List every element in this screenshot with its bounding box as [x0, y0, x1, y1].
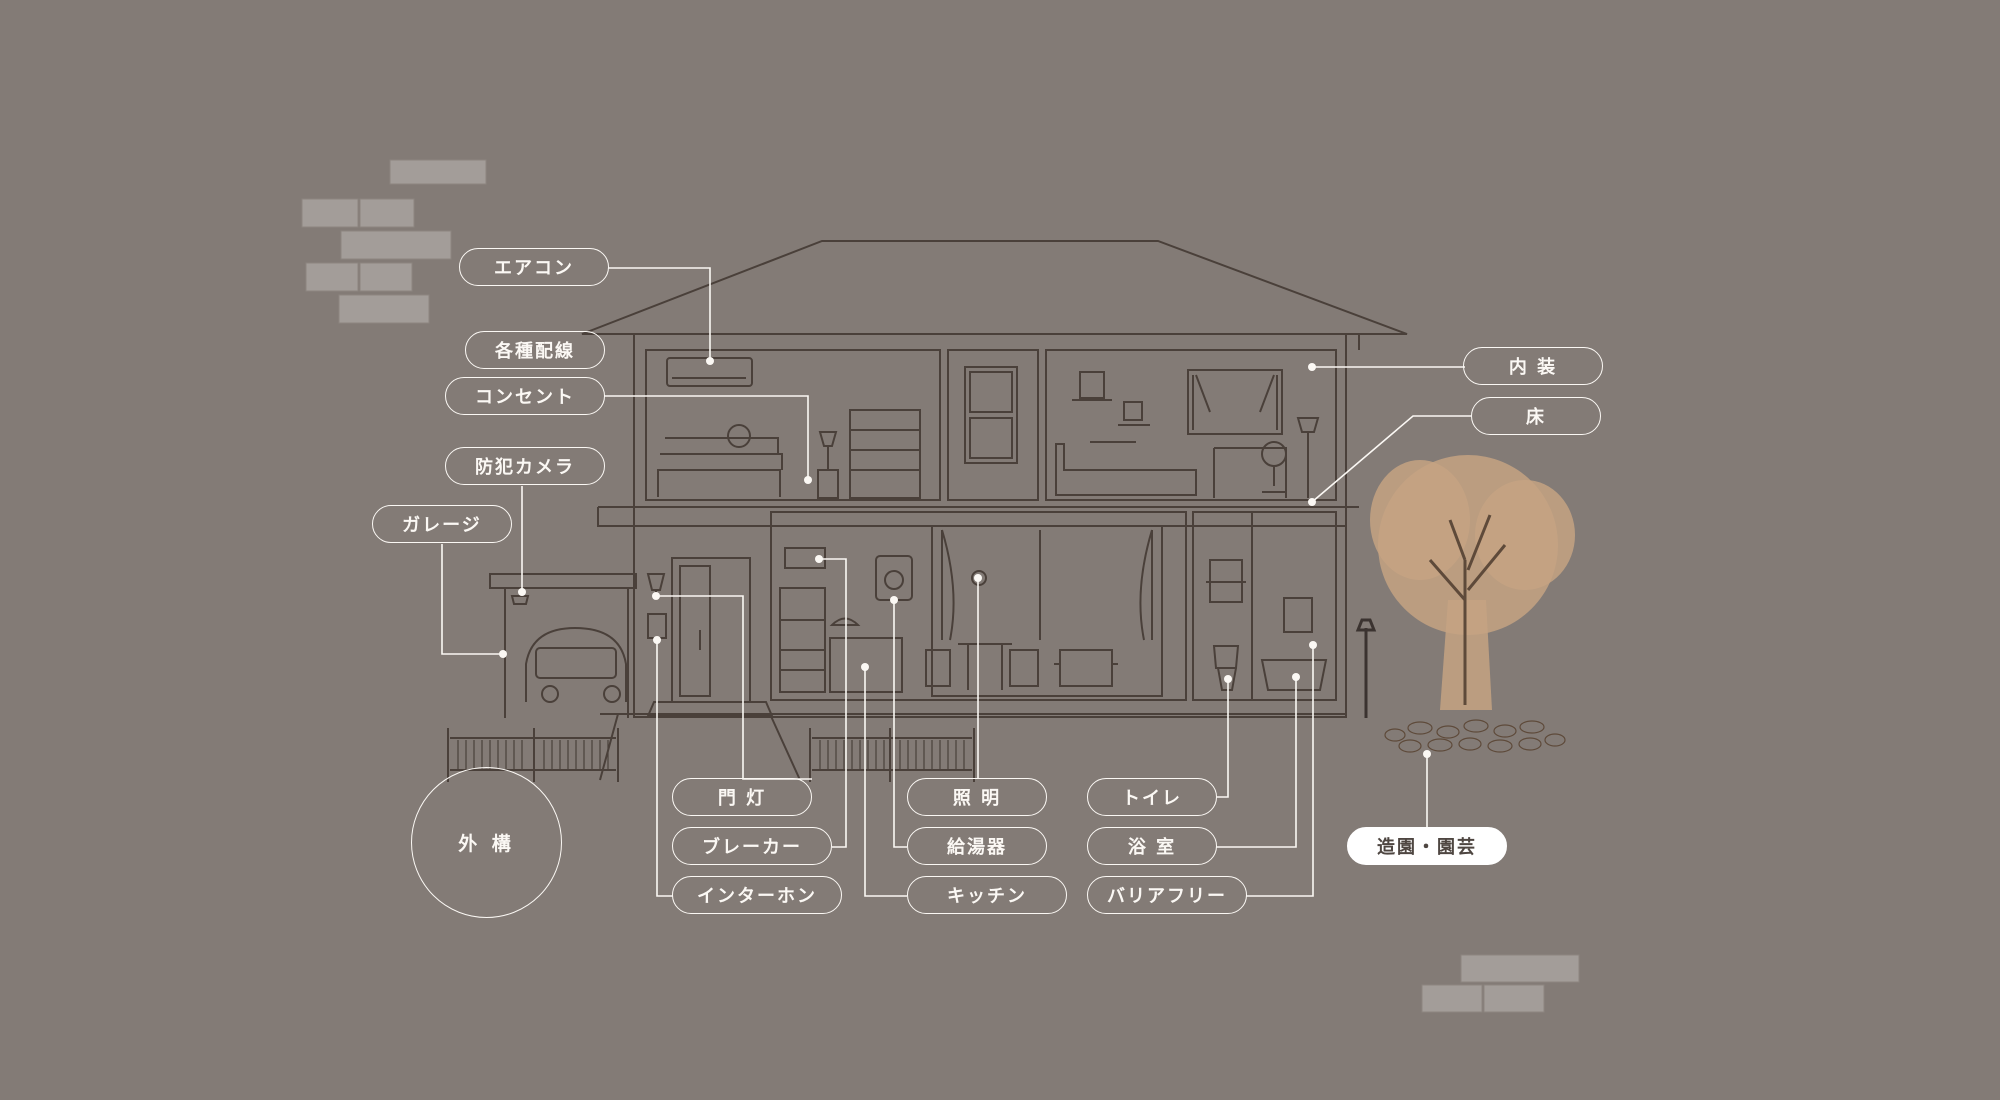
connector-lines: [441, 267, 1471, 897]
breaker-button[interactable]: ブレーカー: [672, 827, 832, 865]
aircon-button[interactable]: エアコン: [459, 248, 609, 286]
connector-floor: [1311, 415, 1471, 503]
tree-illustration: [1355, 455, 1575, 753]
wiring-button[interactable]: 各種配線: [465, 331, 605, 369]
lighting-button[interactable]: 照 明: [907, 778, 1047, 816]
connector-breaker: [819, 558, 847, 848]
gate-light-button[interactable]: 門 灯: [672, 778, 812, 816]
connector-bathroom: [1216, 677, 1297, 848]
connector-intercom: [656, 640, 673, 897]
garage-button[interactable]: ガレージ: [372, 505, 512, 543]
toilet-button[interactable]: トイレ: [1087, 778, 1217, 816]
connector-outlet: [604, 395, 809, 480]
connector-barrier-free: [1246, 645, 1314, 897]
outlet-button[interactable]: コンセント: [445, 377, 605, 415]
water-heater-button[interactable]: 給湯器: [907, 827, 1047, 865]
security-camera-button[interactable]: 防犯カメラ: [445, 447, 605, 485]
bathroom-button[interactable]: 浴 室: [1087, 827, 1217, 865]
intercom-button[interactable]: インターホン: [672, 876, 842, 914]
house-sketch: [447, 240, 1408, 782]
connector-aircon: [608, 267, 711, 361]
connector-dots: [499, 357, 1431, 758]
connector-kitchen: [864, 667, 907, 897]
kitchen-button[interactable]: キッチン: [907, 876, 1067, 914]
brick-decoration-top-left: [301, 159, 487, 324]
exterior-button[interactable]: 外 構: [411, 767, 562, 918]
floor-button[interactable]: 床: [1471, 397, 1601, 435]
connector-garage: [441, 544, 503, 655]
interior-button[interactable]: 内 装: [1463, 347, 1603, 385]
connector-toilet: [1217, 679, 1229, 798]
connector-water-heater: [893, 600, 907, 848]
brick-decoration-bottom-right: [1421, 954, 1580, 1013]
connector-gate-light: [656, 595, 812, 780]
barrier-free-button[interactable]: バリアフリー: [1087, 876, 1247, 914]
landscaping-button[interactable]: 造園・園芸: [1347, 827, 1507, 865]
